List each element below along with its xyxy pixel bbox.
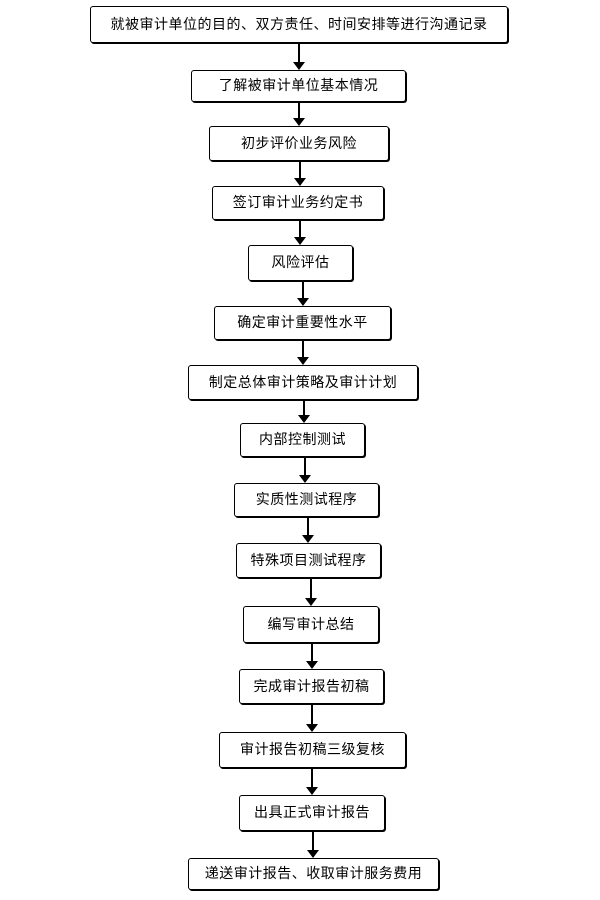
- flow-arrow-12: [306, 704, 318, 732]
- step-communication-record: 就被审计单位的目的、双方责任、时间安排等进行沟通记录: [90, 6, 508, 43]
- flow-arrow-1: [293, 43, 305, 70]
- step-understand-entity: 了解被审计单位基本情况: [191, 70, 406, 102]
- flow-arrow-5: [297, 281, 309, 306]
- flow-arrow-13: [306, 768, 318, 795]
- step-internal-control-test: 内部控制测试: [240, 423, 365, 457]
- flow-arrow-8: [299, 457, 311, 483]
- flow-arrow-14: [307, 831, 319, 858]
- step-special-items-test: 特殊项目测试程序: [236, 543, 381, 578]
- step-risk-assessment: 风险评估: [248, 245, 353, 281]
- flow-arrow-10: [305, 578, 317, 606]
- step-preliminary-risk: 初步评价业务风险: [209, 126, 389, 161]
- step-deliver-report-collect-fee: 递送审计报告、收取审计服务费用: [188, 858, 439, 890]
- flow-arrow-3: [294, 161, 306, 186]
- step-draft-report: 完成审计报告初稿: [239, 669, 384, 704]
- flow-arrow-2: [293, 102, 305, 126]
- flow-arrow-6: [297, 340, 309, 365]
- flow-arrow-11: [306, 643, 318, 669]
- step-formal-report: 出具正式审计报告: [239, 795, 385, 831]
- step-engagement-letter: 签订审计业务约定书: [212, 186, 384, 220]
- flow-arrow-4: [294, 220, 306, 245]
- step-audit-summary: 编写审计总结: [243, 606, 379, 643]
- flow-arrow-9: [302, 517, 314, 543]
- step-materiality-level: 确定审计重要性水平: [214, 306, 391, 340]
- flow-arrow-7: [298, 400, 310, 423]
- step-audit-strategy-plan: 制定总体审计策略及审计计划: [188, 365, 418, 400]
- step-three-level-review: 审计报告初稿三级复核: [219, 732, 406, 768]
- step-substantive-test: 实质性测试程序: [234, 483, 379, 517]
